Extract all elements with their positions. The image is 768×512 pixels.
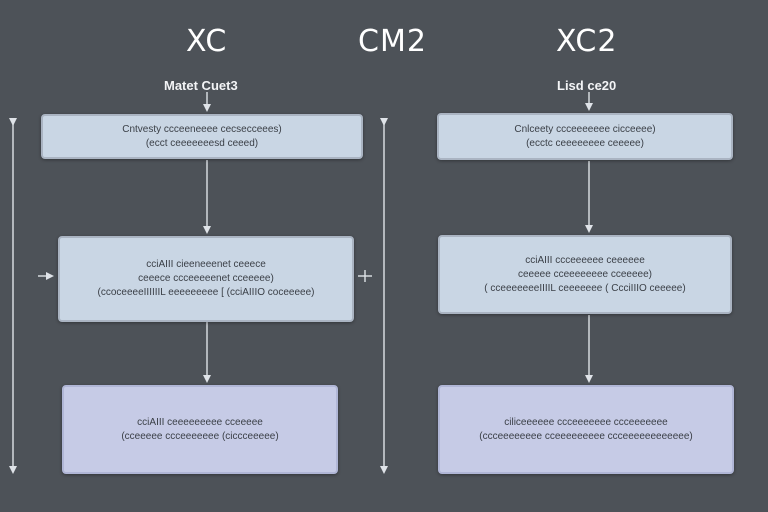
left-box-2-line-1: cciAIII cieeneeenet ceeece <box>146 259 266 270</box>
left-box-3: cciAIII ceeeeeeeee cceeeee (cceeeee ccce… <box>62 385 338 474</box>
right-box-1: Cnlceety ccceeeeeee cicceeee) (ecctc cee… <box>437 113 733 160</box>
left-box-1-line-2: (ecct ceeeeeeesd ceeed) <box>145 137 259 149</box>
left-box-3-line-1: cciAIII ceeeeeeeee cceeeee <box>137 416 263 428</box>
subtitle-right: Lisd ce20 <box>557 78 617 93</box>
right-box-1-line-1: Cnlceety ccceeeeeee cicceeee) <box>514 123 656 135</box>
right-box-1-line-2: (ecctc ceeeeeeee ceeeee) <box>526 137 644 149</box>
left-box-1-line-1: Cntvesty ccceeneeee cecsecceees) <box>122 123 282 135</box>
left-box-2: cciAIII cieeneeenet ceeece ceeece ccceee… <box>58 236 354 322</box>
title-left: XC <box>186 24 228 59</box>
right-box-3-line-1: ciliceeeeee ccceeeeeee ccceeeeeee <box>504 416 668 428</box>
subtitle-left: Matet Cuet3 <box>164 78 238 93</box>
right-box-2-line-3: ( cceeeeeeeIIIIL ceeeeeee ( CcciIIIO cee… <box>484 282 686 294</box>
left-box-1: Cntvesty ccceeneeee cecsecceees) (ecct c… <box>41 114 363 159</box>
right-box-3: ciliceeeeee ccceeeeeee ccceeeeeee (cccee… <box>438 385 734 474</box>
right-box-2: cciAIII ccceeeeee ceeeeee ceeeee cceeeee… <box>438 235 732 314</box>
left-box-3-line-2: (cceeeee ccceeeeeee (ciccceeeee) <box>121 430 279 442</box>
right-box-3-line-2: (ccceeeeeeee cceeeeeeeee ccceeeeeeeeeeee… <box>479 430 693 442</box>
left-box-2-line-2: ceeece ccceeeeenet cceeeee) <box>138 273 274 284</box>
title-right: XC2 <box>556 24 618 59</box>
left-box-2-line-3: (ccoceeeeIIIIIIL eeeeeeeee [ (cciAIIIO c… <box>97 287 315 298</box>
right-box-2-line-2: ceeeee cceeeeeeee cceeeee) <box>518 268 652 280</box>
title-middle: CM2 <box>358 24 427 59</box>
right-box-2-line-1: cciAIII ccceeeeee ceeeeee <box>525 254 645 266</box>
